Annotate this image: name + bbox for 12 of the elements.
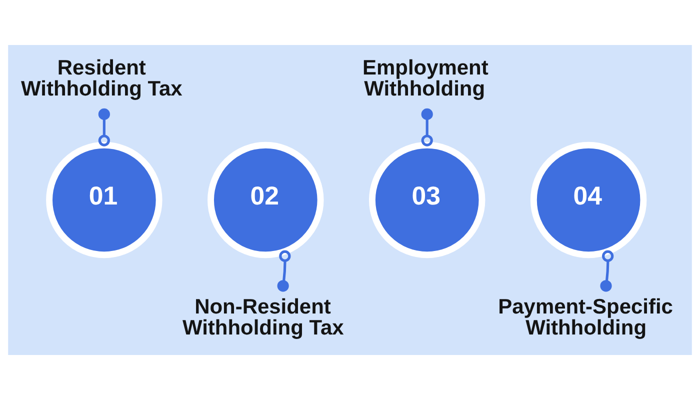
node-circle: 01 [46,142,162,258]
node-circle: 02 [208,142,324,258]
connector [98,108,110,146]
node-text: Non-Resident Withholding Tax [182,296,344,340]
node-circle: 03 [368,142,486,258]
connector [277,250,291,292]
node-text: Payment-Specific Withholding [498,296,673,340]
node-text: Employment Withholding [362,56,488,101]
node-circle: 04 [530,142,647,258]
connector [600,250,614,292]
node-text: Resident Withholding Tax [21,56,182,101]
connector [421,108,433,146]
